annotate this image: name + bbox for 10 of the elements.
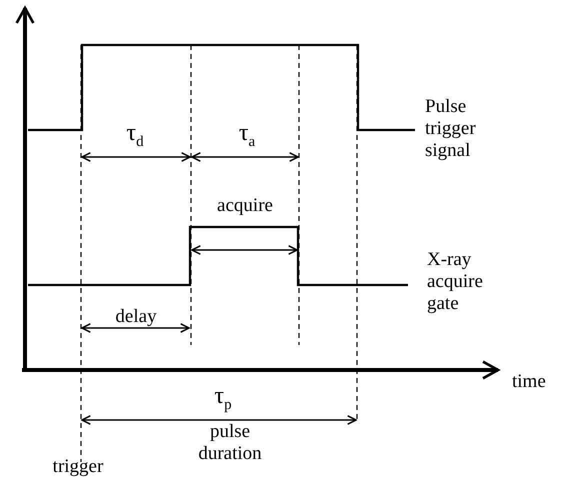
dimension-symbol: τ$_{p}$ — [213, 385, 233, 415]
signal-label: Pulse trigger signal — [425, 96, 477, 162]
dimension-symbol: τ$_{a}$ — [238, 122, 256, 152]
dimension-symbol: τ$_{d}$ — [125, 122, 145, 152]
signal-label: X-ray acquire gate — [427, 249, 484, 315]
signal-label: acquire — [216, 195, 274, 217]
signal-label: trigger — [52, 456, 104, 478]
signal-label: delay — [114, 306, 158, 328]
signal-label: pulse duration — [197, 421, 263, 465]
signal-label: time — [512, 371, 547, 393]
